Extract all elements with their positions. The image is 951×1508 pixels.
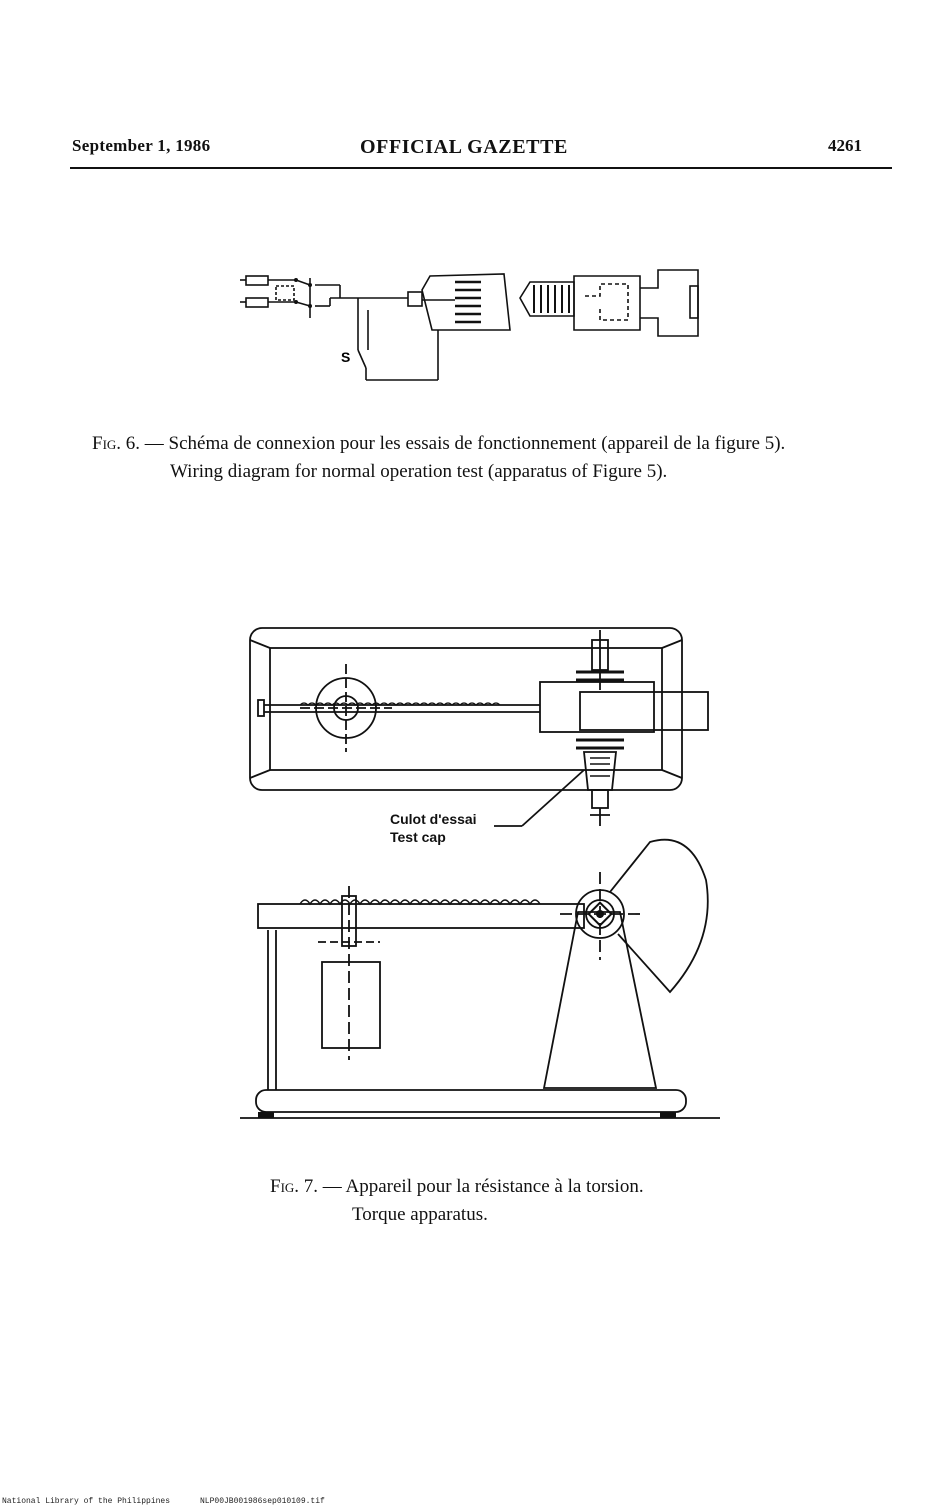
figure-7-caption-en: Torque apparatus.	[352, 1204, 488, 1225]
plug-pin-bottom	[245, 297, 269, 308]
plug-pin-top	[245, 275, 269, 286]
hanging-weight	[321, 961, 381, 1049]
header-rule	[70, 167, 892, 169]
test-cap-callout: Culot d'essai Test cap	[390, 810, 477, 846]
page-number: 4261	[828, 136, 862, 155]
figure-6-caption: Fig. 6. — Schéma de connexion pour les e…	[92, 430, 785, 486]
page-header: September 1, 1986 OFFICIAL GAZETTE 4261	[70, 136, 892, 162]
switch-s-label: S	[341, 349, 350, 365]
publication-title: OFFICIAL GAZETTE	[360, 136, 568, 158]
figure-7-caption-fr: Appareil pour la résistance à la torsion…	[345, 1176, 644, 1197]
figure-6-wiring-diagram: S	[240, 269, 699, 381]
header-date: September 1, 1986	[72, 136, 211, 155]
figure-7-torque-apparatus	[240, 627, 720, 1119]
figure-6-caption-fr: Schéma de connexion pour les essais de f…	[168, 433, 786, 454]
test-cap-callout-fr: Culot d'essai	[390, 811, 477, 827]
top-view-board	[249, 627, 683, 791]
side-view-base	[255, 1089, 687, 1113]
footer-file: NLP00JB001986sep010109.tif	[200, 1497, 325, 1506]
figure-7-caption-label: Fig. 7. —	[270, 1176, 342, 1197]
footer-library: National Library of the Philippines	[2, 1497, 171, 1506]
figure-6-caption-label: Fig. 6. —	[92, 433, 164, 454]
figure-6-caption-en: Wiring diagram for normal operation test…	[170, 461, 668, 482]
figure-7-caption: Fig. 7. — Appareil pour la résistance à …	[270, 1173, 644, 1229]
test-cap-callout-en: Test cap	[390, 829, 446, 845]
